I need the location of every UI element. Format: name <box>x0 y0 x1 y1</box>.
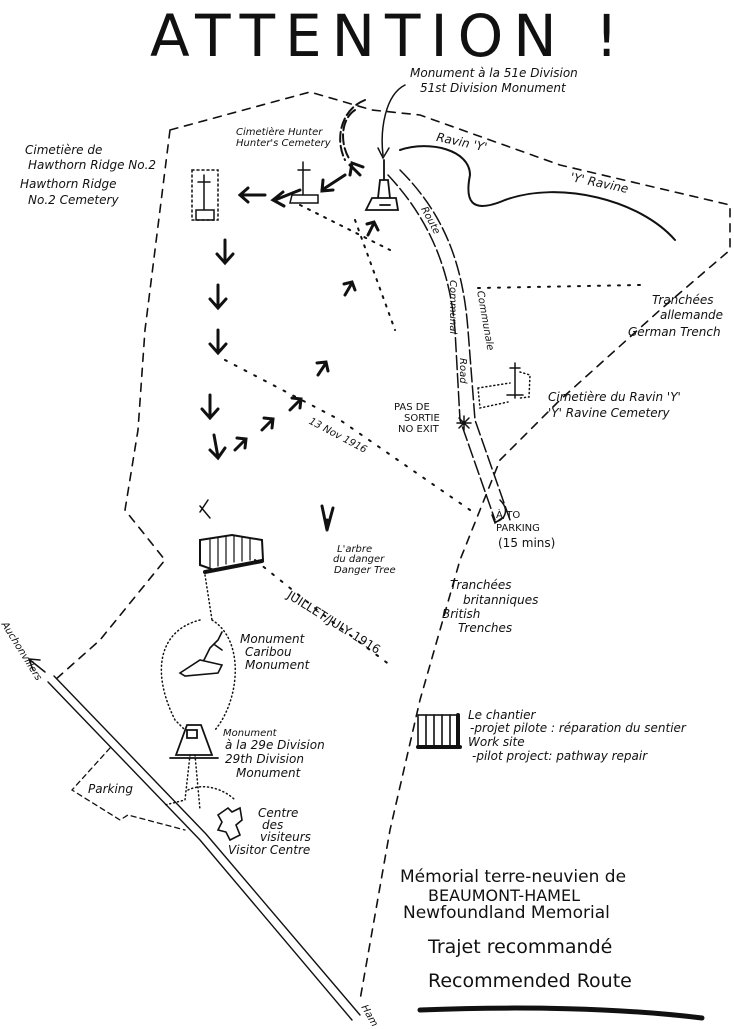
danger-tree-label-fr-2: du danger <box>333 554 385 565</box>
danger-tree-label-en: Danger Tree <box>334 565 396 576</box>
visitor-centre-label-4: Visitor Centre <box>228 843 311 857</box>
german-trench-label-fr-1: Tranchées <box>652 293 714 307</box>
parking-arrow <box>491 499 507 525</box>
road-label: Road <box>457 358 468 384</box>
communal-label: Communal <box>447 280 458 335</box>
caribou-path <box>160 574 236 811</box>
german-trench-label-fr-2: allemande <box>660 308 724 322</box>
caribou-icon <box>178 631 224 677</box>
legend-line-1: Le chantier <box>468 708 536 722</box>
hawthorn-label-en-2: No.2 Cemetery <box>28 193 119 207</box>
british-trench-label-fr-1: Tranchées <box>450 578 512 592</box>
hawthorn-label-en-1: Hawthorn Ridge <box>20 177 117 191</box>
div29-label-3: 29th Division <box>225 752 304 766</box>
div29-label-4: Monument <box>236 766 301 780</box>
legend-work-site-icon <box>416 713 462 749</box>
communal-road <box>387 169 511 521</box>
british-trench-label-en-1: British <box>442 607 481 621</box>
page-title: ATTENTION ! <box>150 2 629 70</box>
legend-line-3: Work site <box>468 735 525 749</box>
park-boundary <box>54 91 731 1001</box>
hunter-cemetery-icon <box>289 161 319 204</box>
front-line-51 <box>299 204 396 331</box>
work-site-icon <box>199 499 265 574</box>
parking-label: Parking <box>88 782 134 796</box>
y-ravine-cemetery-label-en: 'Y' Ravine Cemetery <box>548 406 670 420</box>
y-ravine-cemetery-icon <box>477 362 531 409</box>
footer-line-3: Newfoundland Memorial <box>403 903 610 923</box>
front-line-nov-1916 <box>224 359 471 511</box>
monument-51-label-fr: Monument à la 51e Division <box>410 66 578 80</box>
front-line-july-1916 <box>254 559 391 666</box>
visitor-centre-label-2: des <box>262 818 284 832</box>
main-road <box>47 675 361 1021</box>
visitor-centre-label-1: Centre <box>258 806 299 820</box>
monument-51-label-en: 51st Division Monument <box>420 81 566 95</box>
to-parking-label-1: À/TO <box>496 510 521 521</box>
monument-29-icon <box>169 724 219 759</box>
curved-arrow-51 <box>377 84 406 160</box>
no-exit-label-fr-1: PAS DE <box>394 402 430 413</box>
ravin-y-line <box>399 145 676 241</box>
no-exit-label-en: NO EXIT <box>398 424 439 435</box>
auchonvillers-arrow <box>27 658 46 673</box>
caribou-label-2: Caribou <box>245 645 292 659</box>
german-trench <box>477 284 641 289</box>
no-exit-star-icon <box>456 415 472 431</box>
footer-line-5: Recommended Route <box>428 970 632 992</box>
to-parking-label-2: PARKING <box>496 523 540 534</box>
hunter-label-en: Hunter's Cemetery <box>236 138 331 149</box>
footer-underline <box>417 1005 705 1021</box>
footer-line-4: Trajet recommandé <box>428 936 613 958</box>
british-trench-label-fr-2: britanniques <box>463 593 539 607</box>
parking-area <box>70 747 186 831</box>
german-trench-label-en: German Trench <box>628 325 721 339</box>
to-parking-label-3: (15 mins) <box>498 536 556 550</box>
monument-51-icon <box>364 159 400 211</box>
danger-tree-label-fr-1: L'arbre <box>337 544 373 555</box>
caribou-label-3: Monument <box>245 658 310 672</box>
visitor-centre-label-3: visiteurs <box>260 830 311 844</box>
legend-line-2: -projet pilote : réparation du sentier <box>470 721 686 735</box>
danger-tree-icon <box>320 504 335 532</box>
hawthorn-label-fr-2: Hawthorn Ridge No.2 <box>28 158 157 172</box>
british-trench-label-en-2: Trenches <box>458 621 513 635</box>
hawthorn-label-fr-1: Cimetière de <box>25 143 103 157</box>
route-arrows <box>200 160 380 461</box>
div29-label-2: à la 29e Division <box>225 738 325 752</box>
approach-arcs <box>339 99 366 161</box>
no-exit-label-fr-2: SORTIE <box>404 413 440 424</box>
legend-line-4: -pilot project: pathway repair <box>472 749 648 763</box>
hawthorn-cemetery-icon <box>191 169 219 221</box>
hunter-label-fr: Cimetière Hunter <box>236 127 323 138</box>
visitor-centre-icon <box>216 806 243 842</box>
y-ravine-cemetery-label-fr: Cimetière du Ravin 'Y' <box>548 390 681 404</box>
caribou-label-1: Monument <box>240 632 305 646</box>
footer-line-1: Mémorial terre-neuvien de <box>400 867 627 887</box>
div29-label-1: Monument <box>223 728 277 739</box>
footer-line-2: BEAUMONT-HAMEL <box>428 886 580 905</box>
